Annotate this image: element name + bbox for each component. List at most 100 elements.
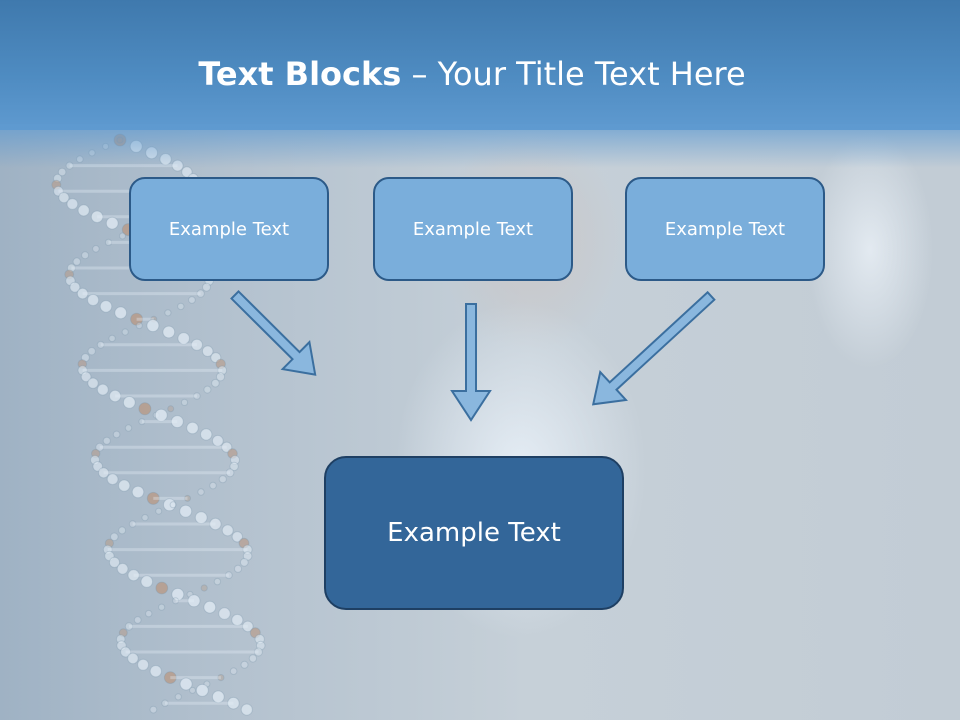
dna-bead xyxy=(87,293,100,307)
dna-bead xyxy=(133,616,142,624)
dna-bead xyxy=(118,479,131,492)
dna-bead xyxy=(87,347,96,356)
dna-bead xyxy=(99,300,113,313)
dna-bead xyxy=(104,238,113,247)
dna-bead xyxy=(209,481,217,490)
dna-bead xyxy=(239,558,249,567)
dna-bead xyxy=(213,577,222,586)
dna-bead xyxy=(203,385,212,394)
dna-bead xyxy=(194,511,208,525)
dna-bead xyxy=(200,428,213,441)
dna-bead xyxy=(172,597,180,605)
dna-bead xyxy=(195,683,209,697)
dna-bead xyxy=(218,475,227,484)
dna-bead xyxy=(108,556,121,568)
dna-bead xyxy=(211,434,224,447)
text-block-center-label: Example Text xyxy=(387,518,561,548)
dna-bead xyxy=(130,312,144,326)
dna-bead xyxy=(92,245,100,253)
dna-bead xyxy=(169,501,177,509)
dna-bead xyxy=(197,488,205,496)
dna-bead xyxy=(229,461,239,472)
arrow-right xyxy=(591,290,716,406)
dna-bead xyxy=(221,524,234,537)
text-block-left[interactable]: Example Text xyxy=(129,177,329,281)
dna-bead xyxy=(162,325,176,339)
dna-bead xyxy=(121,328,129,336)
dna-bead xyxy=(217,674,225,682)
dna-bead xyxy=(110,532,119,542)
dna-bead xyxy=(81,251,90,260)
title-bar-fade xyxy=(0,124,960,168)
dna-bead xyxy=(135,322,143,330)
dna-bead xyxy=(242,620,254,633)
dna-bead xyxy=(145,609,153,618)
dna-bead xyxy=(96,340,105,349)
dna-bead xyxy=(190,338,203,351)
dna-bead xyxy=(209,517,222,531)
dna-bead xyxy=(108,389,122,403)
dna-bead xyxy=(131,485,145,499)
title-rest-part: Your Title Text Here xyxy=(437,55,746,93)
dna-bead xyxy=(128,520,137,528)
text-block-right[interactable]: Example Text xyxy=(625,177,825,281)
dna-bead xyxy=(155,507,163,515)
dna-bead xyxy=(164,309,172,317)
dna-bead xyxy=(229,667,238,676)
dna-bead xyxy=(149,705,158,714)
dna-bead xyxy=(95,442,105,452)
dna-bead xyxy=(179,504,193,518)
title-bold-part: Text Blocks xyxy=(198,55,402,93)
dna-bead xyxy=(211,690,225,704)
dna-bead xyxy=(221,441,233,453)
dna-bead xyxy=(253,647,263,657)
dna-bead xyxy=(105,216,119,230)
dna-bead xyxy=(108,334,116,343)
dna-bead xyxy=(163,498,176,512)
dna-bead xyxy=(215,372,226,382)
dna-bead xyxy=(248,654,258,663)
dna-bead xyxy=(80,371,92,383)
dna-bead xyxy=(77,204,90,217)
dna-bead xyxy=(57,167,67,177)
text-block-center[interactable]: Example Text xyxy=(324,456,624,610)
dna-bead xyxy=(170,415,184,429)
dna-bead xyxy=(146,491,160,505)
dna-bead xyxy=(189,686,196,694)
dna-bead xyxy=(127,569,140,582)
dna-bead xyxy=(92,461,103,472)
dna-bead xyxy=(58,192,70,204)
dna-bead xyxy=(174,693,182,701)
dna-bead xyxy=(137,658,150,671)
dna-bead xyxy=(187,594,201,608)
dna-bead xyxy=(127,652,139,665)
dna-bead xyxy=(179,677,193,691)
dna-bead xyxy=(76,287,89,300)
dna-bead xyxy=(96,383,109,396)
dna-bead xyxy=(124,622,134,631)
arrow-left xyxy=(230,290,317,376)
dna-bead xyxy=(224,571,233,580)
dna-bead xyxy=(90,210,104,224)
arrow-middle xyxy=(450,303,492,422)
dna-bead xyxy=(177,302,185,311)
dna-bead xyxy=(171,587,185,601)
dna-bead xyxy=(140,575,154,588)
dna-bead xyxy=(242,551,253,561)
text-block-middle-label: Example Text xyxy=(412,218,534,240)
dna-bead xyxy=(120,646,132,658)
dna-bead xyxy=(87,377,99,389)
dna-bead xyxy=(98,467,110,479)
text-block-right-label: Example Text xyxy=(664,218,786,240)
dna-bead xyxy=(118,526,127,535)
dna-bead xyxy=(114,306,128,320)
dna-bead xyxy=(146,319,160,333)
dna-bead xyxy=(102,436,111,445)
dna-bead xyxy=(193,392,201,400)
dna-bead xyxy=(155,581,169,595)
dna-bead xyxy=(225,468,235,478)
dna-bead xyxy=(231,531,244,543)
text-block-middle[interactable]: Example Text xyxy=(373,177,573,281)
